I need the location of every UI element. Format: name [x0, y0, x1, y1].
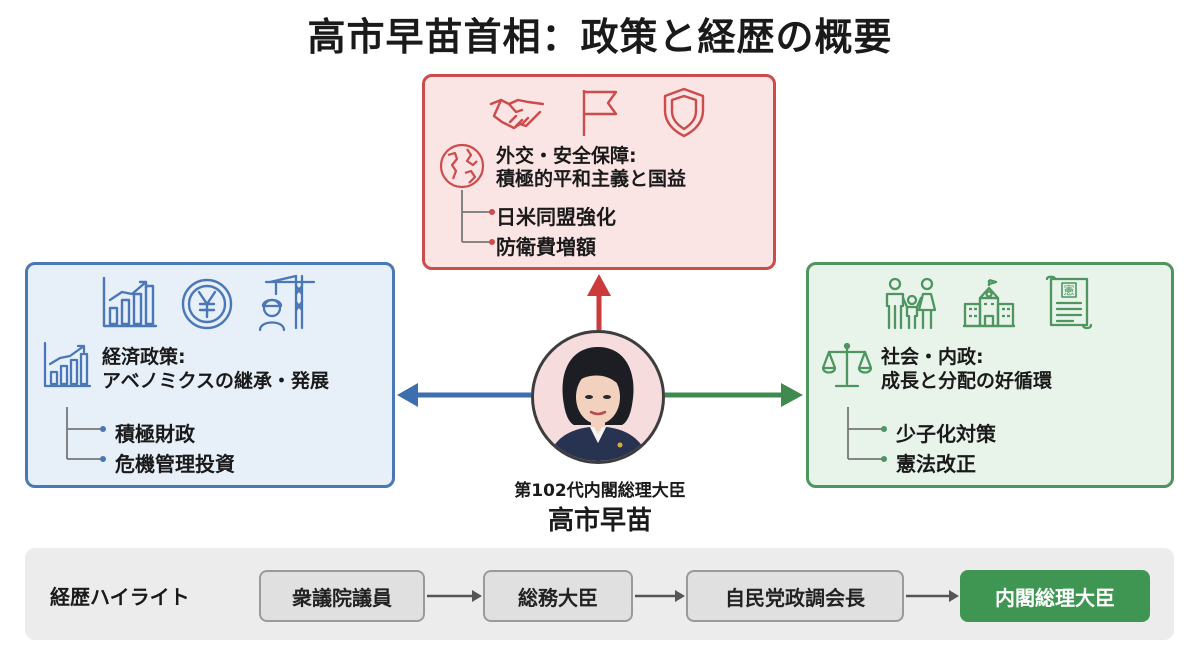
portrait-avatar: [531, 330, 665, 464]
career-step-prime-minister: 内閣総理大臣: [960, 570, 1150, 622]
arrow-left: [397, 383, 531, 407]
construction-crane-icon: [256, 272, 316, 332]
arrow-up: [587, 274, 611, 330]
diplomacy-heading-line1: 外交・安全保障:: [496, 145, 637, 167]
diplomacy-security-box: [422, 74, 776, 270]
scales-icon: [822, 342, 872, 390]
society-tree-connector: [847, 407, 887, 462]
page-title: 高市早苗首相：政策と経歴の概要: [307, 15, 893, 59]
society-item-constitution: 憲法改正: [896, 452, 976, 476]
society-heading-line1: 社会・内政:: [881, 346, 984, 368]
economy-heading-line1: 経済政策:: [102, 346, 186, 368]
constitution-scroll-icon: 憲: [1043, 275, 1095, 331]
scroll-label: 憲: [1064, 283, 1075, 297]
bar-chart-icon: [100, 276, 158, 330]
globe-icon: [437, 141, 487, 191]
career-label: 経歴ハイライト: [50, 585, 190, 609]
economy-tree-connector: [66, 407, 106, 462]
diplomacy-item-alliance: 日米同盟強化: [496, 205, 616, 229]
economy-heading-line2: アベノミクスの継承・発展: [102, 370, 330, 392]
career-step-house-member: 衆議院議員: [259, 570, 425, 622]
arrow-right: [665, 383, 803, 407]
economy-item-crisis-investment: 危機管理投資: [115, 452, 235, 476]
person-name: 高市早苗: [547, 506, 652, 536]
growth-chart-icon: [42, 340, 92, 390]
handshake-icon: [488, 90, 546, 134]
career-step-policy-chief: 自民党政調会長: [686, 570, 904, 622]
society-domestic-box: [806, 262, 1174, 488]
person-position: 第102代内閣総理大臣: [514, 481, 686, 501]
school-icon: [962, 278, 1016, 330]
shield-icon: [661, 86, 707, 138]
family-icon: [883, 276, 941, 332]
society-item-birthrate: 少子化対策: [896, 422, 996, 446]
diplomacy-item-defense: 防衛費増額: [496, 235, 596, 259]
flag-icon: [578, 86, 622, 138]
career-step-internal-affairs-minister: 総務大臣: [483, 570, 633, 622]
society-heading-line2: 成長と分配の好循環: [881, 370, 1053, 392]
economy-item-fiscal: 積極財政: [115, 422, 195, 446]
diplomacy-heading-line2: 積極的平和主義と国益: [496, 168, 687, 190]
diplomacy-tree-connector: [461, 190, 495, 245]
yen-coin-icon: [180, 277, 234, 331]
